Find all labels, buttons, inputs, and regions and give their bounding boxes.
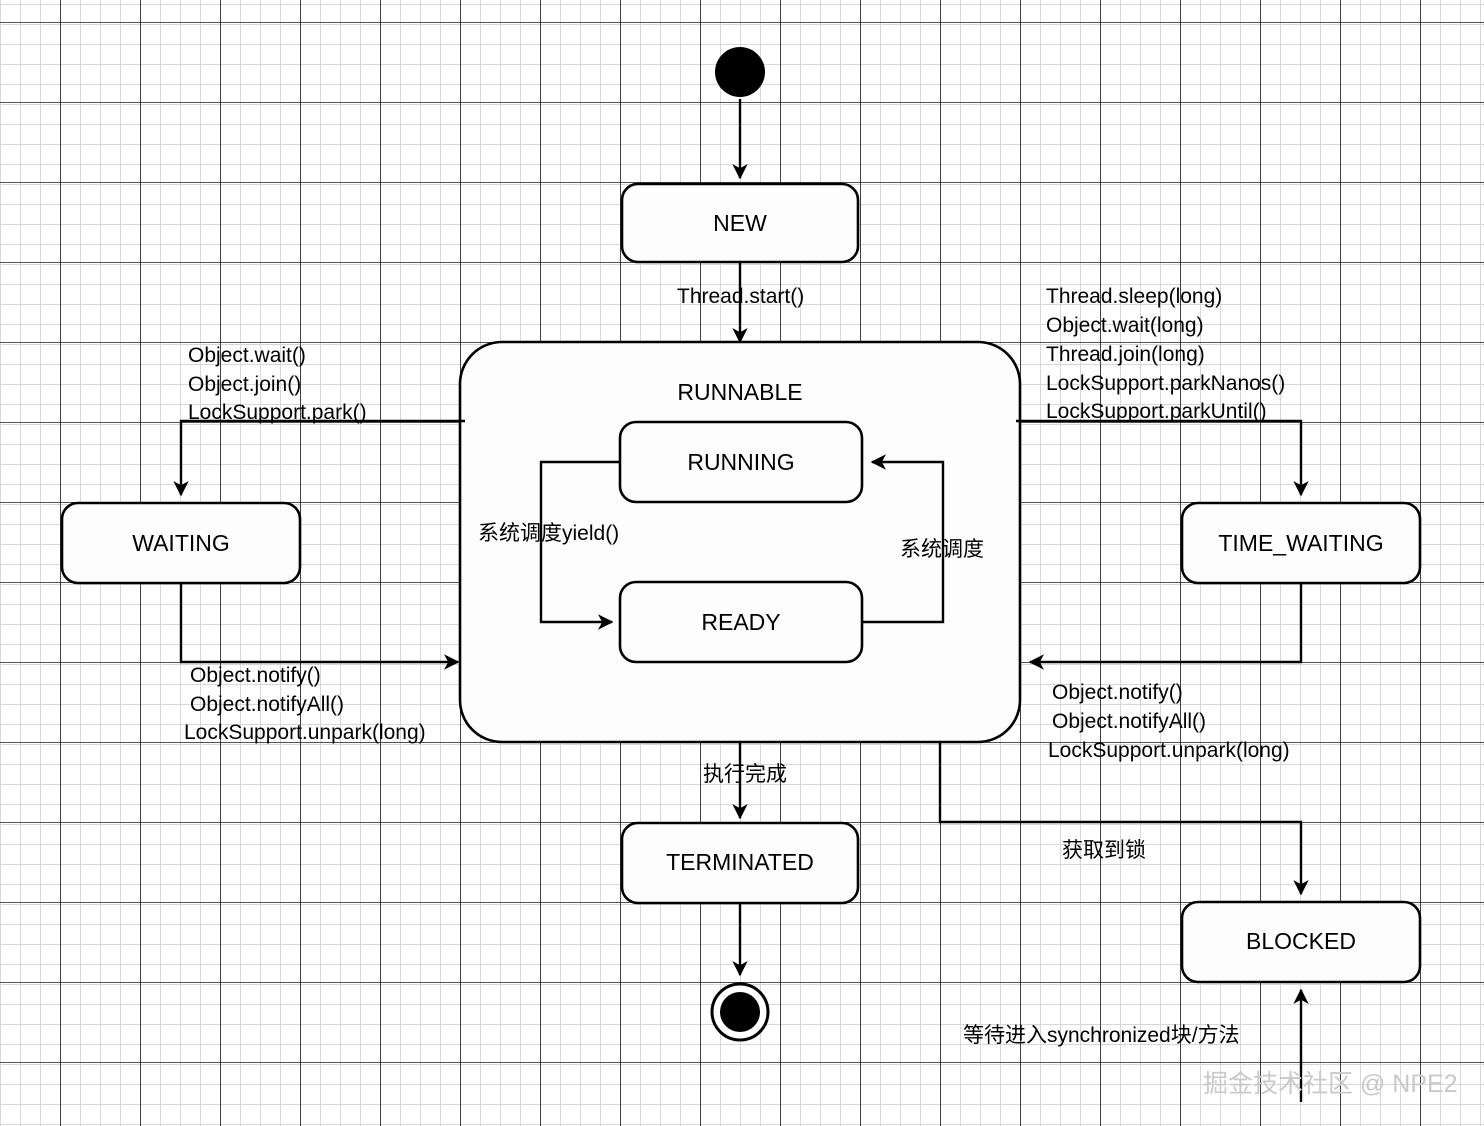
edge-label-schedule: 系统调度 <box>900 538 984 561</box>
final-state-node <box>710 982 770 1042</box>
edge-label-wait-sync: 等待进入synchronized块/方法 <box>963 1024 1240 1047</box>
state-node-ready[interactable]: READY <box>618 580 864 664</box>
edge-label-acquire-lock: 获取到锁 <box>1062 839 1146 862</box>
edge-ready-to-running <box>862 454 945 624</box>
edge-time-waiting-to-runnable <box>1028 583 1303 670</box>
edge-runnable-to-time-waiting <box>1016 419 1309 497</box>
edge-waiting-to-runnable <box>179 583 460 670</box>
edge-running-to-ready <box>539 460 620 630</box>
state-label-runnable: RUNNABLE <box>677 379 802 405</box>
svg-text:Thread.join(long): Thread.join(long) <box>1046 343 1205 366</box>
state-node-time-waiting[interactable]: TIME_WAITING <box>1180 501 1422 585</box>
svg-text:Object.join(): Object.join() <box>188 373 301 396</box>
state-node-running[interactable]: RUNNING <box>618 420 864 504</box>
edge-label-from-waiting: Object.notify() Object.notifyAll() LockS… <box>184 664 426 744</box>
state-label-terminated: TERMINATED <box>666 849 814 875</box>
initial-state-node <box>715 47 765 97</box>
state-node-new[interactable]: NEW <box>620 182 860 264</box>
svg-text:Thread.sleep(long): Thread.sleep(long) <box>1046 285 1222 308</box>
watermark-text: 掘金技术社区 @ NPE2 <box>1203 1070 1458 1098</box>
edge-label-from-time-waiting: Object.notify() Object.notifyAll() LockS… <box>1048 681 1290 762</box>
edge-runnable-to-blocked <box>938 742 1309 896</box>
state-node-waiting[interactable]: WAITING <box>60 501 302 585</box>
state-node-blocked[interactable]: BLOCKED <box>1180 900 1422 984</box>
state-label-running: RUNNING <box>687 449 794 475</box>
state-label-waiting: WAITING <box>132 530 230 556</box>
edge-runnable-to-waiting <box>173 419 465 497</box>
edge-label-to-waiting: Object.wait() Object.join() LockSupport.… <box>188 344 367 424</box>
svg-text:Object.notify(): Object.notify() <box>190 664 321 687</box>
edge-label-finish: 执行完成 <box>703 763 787 786</box>
svg-text:Object.notify(): Object.notify() <box>1052 681 1183 704</box>
edge-label-to-time-waiting: Thread.sleep(long) Object.wait(long) Thr… <box>1046 285 1285 423</box>
svg-text:Object.wait(): Object.wait() <box>188 344 306 367</box>
svg-text:LockSupport.unpark(long): LockSupport.unpark(long) <box>1048 739 1290 762</box>
edge-label-yield: 系统调度yield() <box>478 522 619 545</box>
state-label-new: NEW <box>713 210 767 236</box>
state-label-time-waiting: TIME_WAITING <box>1218 530 1383 556</box>
edge-label-thread-start: Thread.start() <box>677 285 804 308</box>
svg-text:Object.notifyAll(): Object.notifyAll() <box>190 693 344 716</box>
svg-text:LockSupport.park(): LockSupport.park() <box>188 401 367 424</box>
svg-text:LockSupport.parkNanos(): LockSupport.parkNanos() <box>1046 372 1285 395</box>
state-node-terminated[interactable]: TERMINATED <box>620 821 860 905</box>
svg-text:LockSupport.unpark(long): LockSupport.unpark(long) <box>184 721 426 744</box>
svg-text:Object.wait(long): Object.wait(long) <box>1046 314 1204 337</box>
state-label-ready: READY <box>701 609 780 635</box>
svg-text:Object.notifyAll(): Object.notifyAll() <box>1052 710 1206 733</box>
state-label-blocked: BLOCKED <box>1246 928 1356 954</box>
svg-text:LockSupport.parkUntil(): LockSupport.parkUntil() <box>1046 400 1267 423</box>
